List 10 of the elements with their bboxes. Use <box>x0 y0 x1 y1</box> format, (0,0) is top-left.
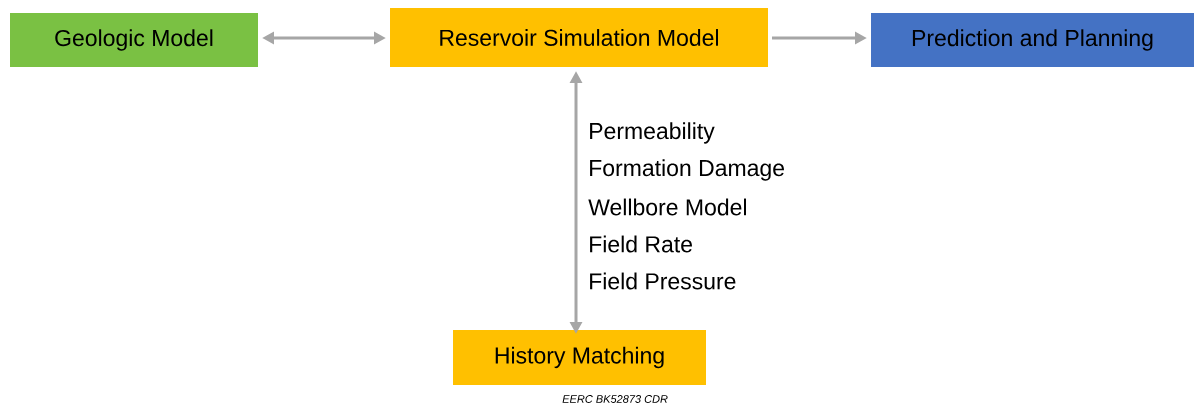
property-label: Field Rate <box>590 235 692 253</box>
property-label: Formation Damage <box>590 159 784 181</box>
process-box: Prediction and Planning <box>871 13 1194 67</box>
process-box: Reservoir Simulation Model <box>390 8 768 67</box>
property-label: Permeability <box>590 122 715 144</box>
property-label: Field Pressure <box>590 272 736 290</box>
property-label: Wellbore Model <box>588 198 746 216</box>
process-box: Geologic Model <box>10 13 258 67</box>
figure-code: EERC BK52873 CDR <box>562 395 668 403</box>
process-box: History Matching <box>453 330 706 385</box>
